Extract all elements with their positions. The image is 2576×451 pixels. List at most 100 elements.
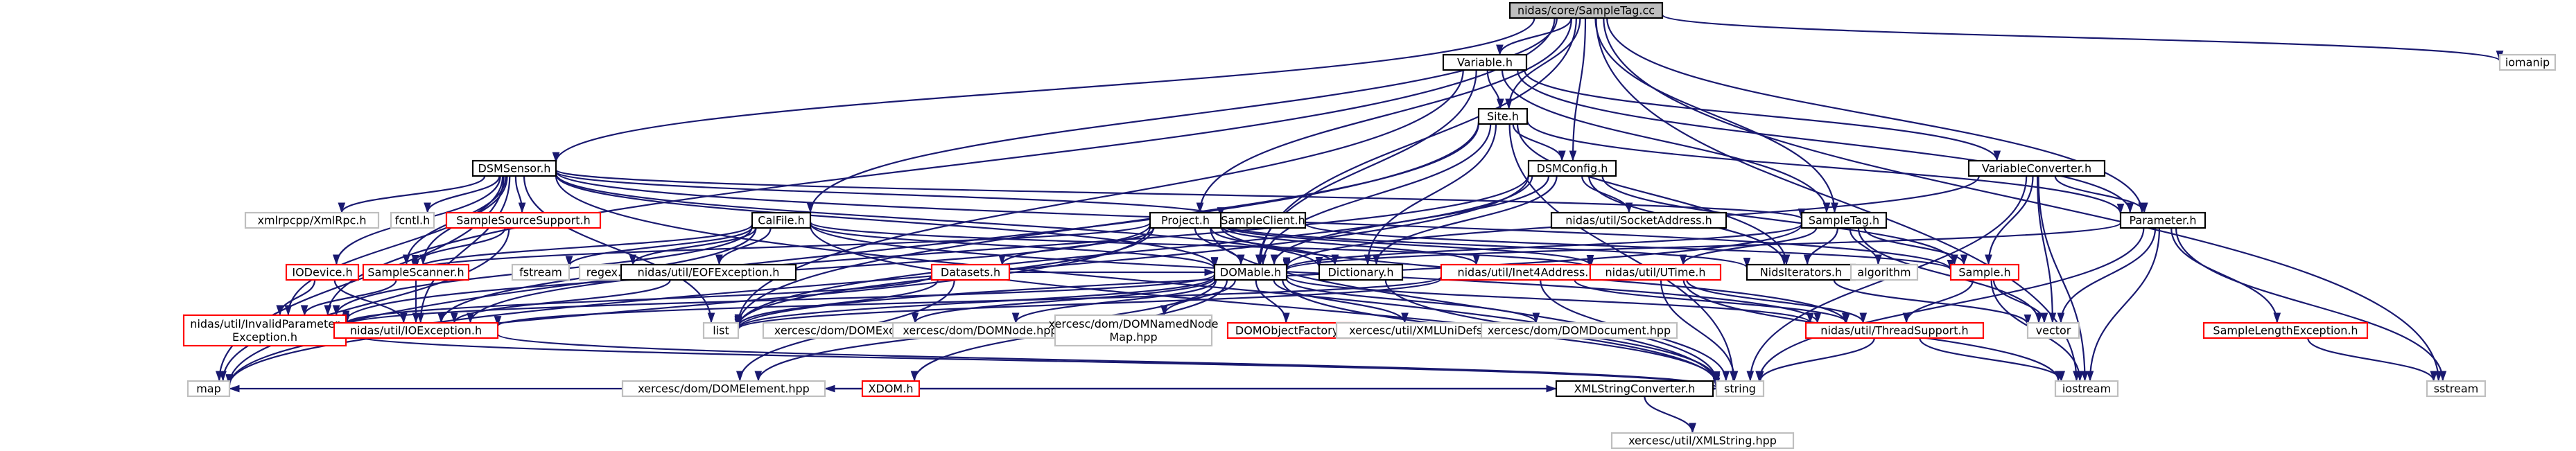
- edge-calfile_h-to-fstream: [565, 226, 754, 267]
- node-sample-h[interactable]: Sample.h: [1949, 263, 2020, 281]
- edge-sampletag_h-to-algorithm: [1849, 227, 1882, 265]
- edge-ioexception_h-to-string: [496, 333, 1720, 389]
- node-label: regex.h: [586, 266, 628, 279]
- edge-sample_h-to-vector: [1992, 279, 2048, 324]
- node-nidas-util-socketaddress-h[interactable]: nidas/util/SocketAddress.h: [1550, 211, 1728, 229]
- node-label: xercesc/dom/DOMElement.hpp: [638, 382, 810, 396]
- node-box: [1589, 263, 1722, 281]
- node-vector: vector: [2026, 321, 2080, 339]
- node-box: [1967, 159, 2106, 177]
- node-dictionary-h[interactable]: Dictionary.h: [1318, 263, 1404, 281]
- node-string: string: [1715, 380, 1765, 398]
- node-nidas-core-sampletag-cc[interactable]: nidas/core/SampleTag.cc: [1508, 1, 1664, 19]
- node-label: XDOM.h: [869, 382, 914, 396]
- node-box: [390, 211, 435, 229]
- edge-domable_h-to-invalidparameter_h: [342, 274, 1216, 327]
- node-domable-h[interactable]: DOMable.h: [1213, 263, 1288, 281]
- node-xdom-h[interactable]: XDOM.h: [861, 380, 921, 398]
- edge-variable_h-to-domable_h: [1255, 69, 1477, 265]
- node-site-h[interactable]: Site.h: [1477, 107, 1529, 125]
- node-box: [1480, 321, 1678, 339]
- edge-sampleclient_h-to-sample_h: [1304, 222, 1954, 271]
- node-parameter-h[interactable]: Parameter.h: [2119, 211, 2207, 229]
- node-map: map: [186, 380, 231, 398]
- node-label: CalFile.h: [758, 214, 804, 227]
- node-label: Variable.h: [1457, 56, 1513, 69]
- node-box: [1800, 211, 1888, 229]
- node-nidas-util-inet4address-h[interactable]: nidas/util/Inet4Address.h: [1440, 263, 1613, 281]
- edge-variable_h-to-sampletag_h: [1501, 69, 1831, 213]
- node-box: [445, 211, 602, 229]
- node-xmlstringconverter-h[interactable]: XMLStringConverter.h: [1555, 380, 1714, 398]
- node-label: nidas/util/InvalidParameter: [190, 317, 340, 330]
- edge-root-to-variable_h: [1496, 17, 1572, 55]
- node-box: [861, 380, 921, 398]
- node-label: SampleLengthException.h: [2213, 324, 2358, 337]
- node-label: fcntl.h: [395, 214, 430, 227]
- node-nidas-util-ioexception-h[interactable]: nidas/util/IOException.h: [333, 321, 499, 339]
- node-xercesc-util-xmlstring-hpp: xercesc/util/XMLString.hpp: [1610, 432, 1795, 450]
- node-samplescanner-h[interactable]: SampleScanner.h: [362, 263, 470, 281]
- node-label: Site.h: [1487, 110, 1519, 123]
- edge-root-to-domable_h: [1256, 17, 1577, 265]
- node-box: [2426, 380, 2487, 398]
- node-sampleclient-h[interactable]: SampleClient.h: [1219, 211, 1307, 229]
- node-nidas-util-utime-h[interactable]: nidas/util/UTime.h: [1589, 263, 1722, 281]
- edge-root-to-iomanip: [1661, 14, 2503, 62]
- node-dsmsensor-h[interactable]: DSMSensor.h: [471, 159, 557, 177]
- node-box: [702, 321, 740, 339]
- edge-project_h-to-nidsiterators_h: [1219, 222, 1751, 269]
- edge-dsmsensor_h-to-samplesourcesupport_h: [514, 175, 526, 213]
- node-variableconverter-h[interactable]: VariableConverter.h: [1967, 159, 2106, 177]
- node-dsmconfig-h[interactable]: DSMConfig.h: [1527, 159, 1617, 177]
- node-box: [471, 159, 557, 177]
- edge-domable_h-to-list: [734, 276, 1216, 330]
- node-iodevice-h[interactable]: IODevice.h: [285, 263, 360, 281]
- edge-calfile_h-to-eofexception_h: [715, 227, 772, 265]
- edge-samplelengthexception_h-to-sstream: [2307, 337, 2438, 382]
- edge-datasets_h-to-invalidparameter_h: [342, 274, 933, 325]
- node-box: [186, 380, 231, 398]
- node-box: [1527, 159, 1617, 177]
- node-xmlrpcpp-xmlrpc-h: xmlrpcpp/XmlRpc.h: [244, 211, 380, 229]
- node-label: xercesc/util/XMLString.hpp: [1628, 434, 1777, 448]
- edge-dsmconfig_h-to-socketaddress_h: [1581, 175, 1633, 213]
- edge-root-to-dsmconfig_h: [1569, 17, 1587, 161]
- node-nidas-util-threadsupport-h[interactable]: nidas/util/ThreadSupport.h: [1804, 321, 1985, 339]
- edge-domable_h-to-domexception: [911, 277, 1216, 324]
- node-box: [2202, 321, 2369, 339]
- node-xercesc-dom-domelement-hpp: xercesc/dom/DOMElement.hpp: [621, 380, 826, 398]
- node-datasets-h[interactable]: Datasets.h: [930, 263, 1011, 281]
- node-nidas-util-eofexception-h[interactable]: nidas/util/EOFException.h: [620, 263, 797, 281]
- node-box: [2119, 211, 2207, 229]
- node-sampletag-h[interactable]: SampleTag.h: [1800, 211, 1888, 229]
- node-box: [1555, 380, 1714, 398]
- node-box: [1054, 314, 1213, 347]
- node-label: sstream: [2434, 382, 2478, 396]
- node-label: nidas/util/Inet4Address.h: [1457, 266, 1595, 279]
- node-samplelengthexception-h[interactable]: SampleLengthException.h: [2202, 321, 2369, 339]
- node-box: [1850, 263, 1919, 281]
- edge-calfile_h-to-regex_h: [629, 227, 757, 265]
- edge-root-to-site_h: [1505, 17, 1581, 109]
- edge-inet4address_h-to-ioexception_h: [494, 276, 1443, 327]
- node-samplesourcesupport-h[interactable]: SampleSourceSupport.h: [445, 211, 602, 229]
- edge-root-to-dsmsensor_h: [552, 17, 1535, 163]
- node-box: [1715, 380, 1765, 398]
- node-box: [2054, 380, 2119, 398]
- node-project-h[interactable]: Project.h: [1149, 211, 1222, 229]
- edge-variable_h-to-parameter_h: [1517, 69, 2134, 213]
- node-label: iomanip: [2505, 56, 2550, 69]
- edge-variableconverter_h-to-parameter_h: [2054, 175, 2148, 213]
- node-calfile-h[interactable]: CalFile.h: [751, 211, 812, 229]
- edge-variableconverter_h-to-vector: [2037, 175, 2057, 324]
- node-label: Datasets.h: [941, 266, 1000, 279]
- node-label: Exception.h: [232, 330, 297, 344]
- node-variable-h[interactable]: Variable.h: [1442, 53, 1528, 71]
- node-label: IODevice.h: [292, 266, 352, 279]
- node-nidsiterators-h[interactable]: NidsIterators.h: [1746, 263, 1856, 281]
- edge-threadsupport_h-to-string: [1756, 337, 1875, 382]
